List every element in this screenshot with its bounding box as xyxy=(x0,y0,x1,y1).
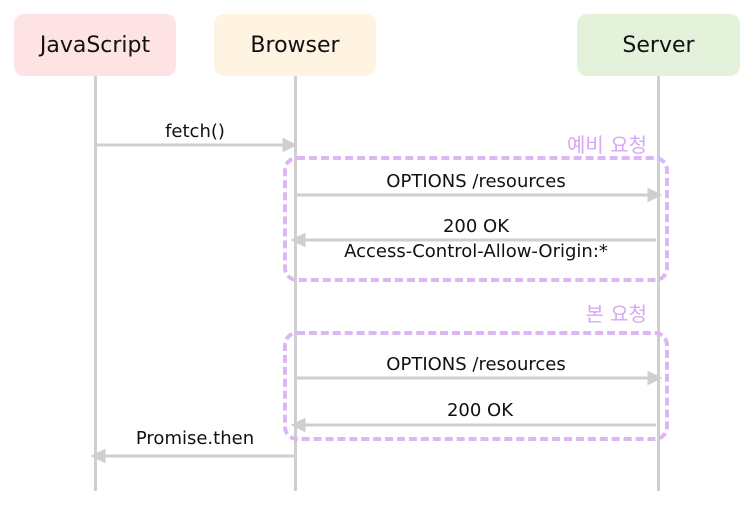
lifeline-server xyxy=(657,76,660,491)
message-fetch: fetch() xyxy=(165,121,225,142)
arrowhead-fetch xyxy=(282,137,298,153)
message-options-preflight: OPTIONS /resources xyxy=(386,171,566,192)
actor-javascript: JavaScript xyxy=(14,14,176,76)
actor-browser: Browser xyxy=(214,14,376,76)
arrowhead-promise-then xyxy=(90,448,106,464)
actor-server: Server xyxy=(577,14,740,76)
actor-javascript-label: JavaScript xyxy=(39,32,151,58)
message-200-ok-preflight: 200 OK xyxy=(442,216,510,237)
lifeline-browser xyxy=(294,76,297,491)
arrowhead-200-main xyxy=(290,417,306,433)
arrowhead-options-preflight xyxy=(647,187,663,203)
main-request-box xyxy=(283,331,669,441)
message-options-main: OPTIONS /resources xyxy=(386,354,566,375)
arrowhead-200-preflight xyxy=(290,232,306,248)
main-request-label: 본 요청 xyxy=(585,302,647,326)
message-acao-header: Access-Control-Allow-Origin:* xyxy=(344,241,608,262)
preflight-request-label: 예비 요청 xyxy=(567,133,647,157)
arrowhead-options-main xyxy=(647,370,663,386)
message-200-ok-main: 200 OK xyxy=(446,400,514,421)
message-promise-then: Promise.then xyxy=(135,428,255,449)
lifeline-javascript xyxy=(94,76,97,491)
actor-server-label: Server xyxy=(622,32,695,58)
preflight-request-box xyxy=(283,156,669,282)
actor-browser-label: Browser xyxy=(250,32,340,58)
